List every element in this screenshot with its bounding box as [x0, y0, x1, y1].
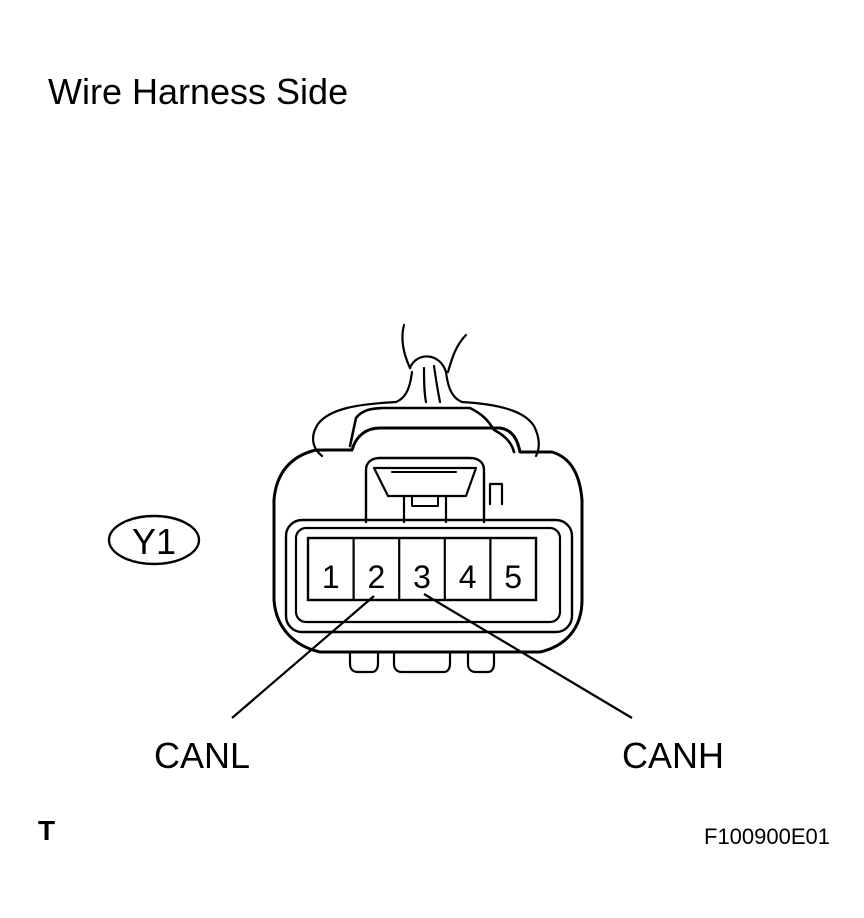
pin-1-label: 1 — [322, 559, 340, 595]
diagram-title: Wire Harness Side — [48, 71, 348, 112]
pin-grid-frame — [306, 536, 538, 602]
figure-code: F100900E01 — [704, 824, 830, 849]
canl-label: CANL — [154, 735, 250, 776]
connector-id-label: Y1 — [132, 521, 176, 562]
footer-mark: T — [38, 815, 55, 846]
pin-5-label: 5 — [504, 559, 522, 595]
canl-leader-line — [231, 595, 375, 719]
connector-id-badge: Y1 — [107, 514, 201, 566]
canh-leader-line — [423, 593, 633, 719]
connector-body — [272, 406, 584, 674]
pin-grid: 1 2 3 4 5 — [306, 536, 538, 602]
canh-label: CANH — [622, 735, 724, 776]
pin-3-label: 3 — [413, 559, 431, 595]
wire-harness-cable — [312, 323, 540, 458]
pin-4-label: 4 — [459, 559, 477, 595]
pin-2-label: 2 — [368, 559, 386, 595]
